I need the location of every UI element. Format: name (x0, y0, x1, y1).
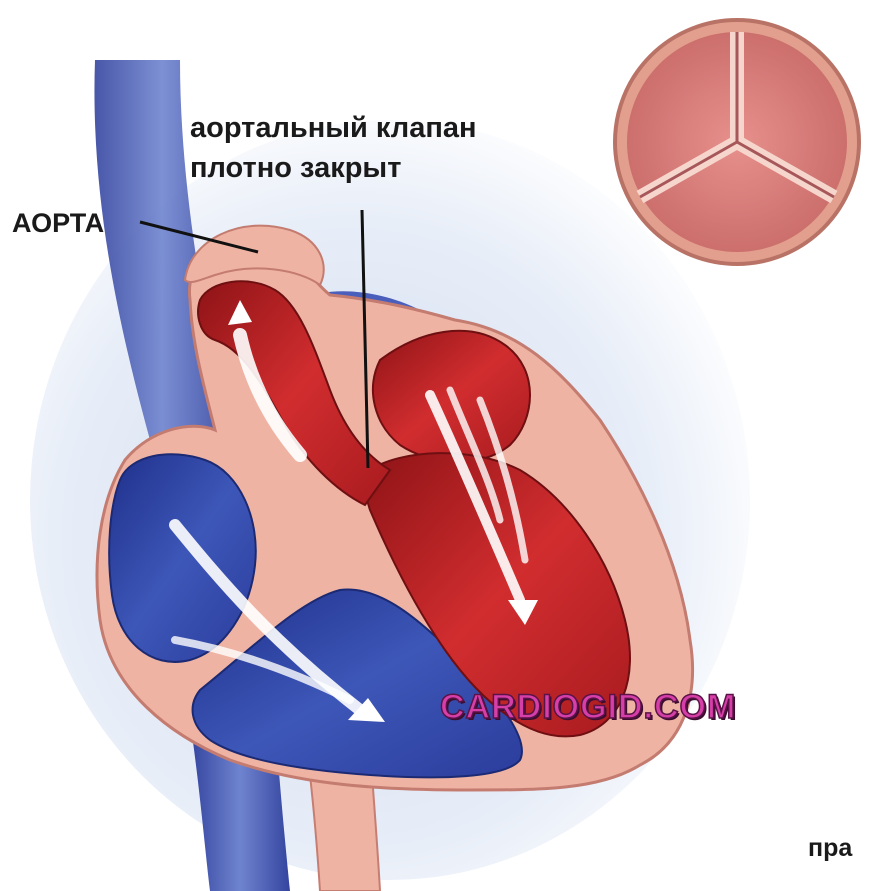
descending-vessel (310, 775, 380, 891)
aortic-valve-diagram (615, 20, 859, 264)
aorta-label: АОРТА (12, 208, 104, 239)
valve-label: аортальный клапан плотно закрыт (190, 108, 477, 188)
valve-label-line1: аортальный клапан (190, 108, 477, 148)
valve-label-line2: плотно закрыт (190, 148, 477, 188)
watermark: CARDIOGID.COM (440, 688, 736, 727)
bottom-cut-label: пра (808, 834, 852, 863)
